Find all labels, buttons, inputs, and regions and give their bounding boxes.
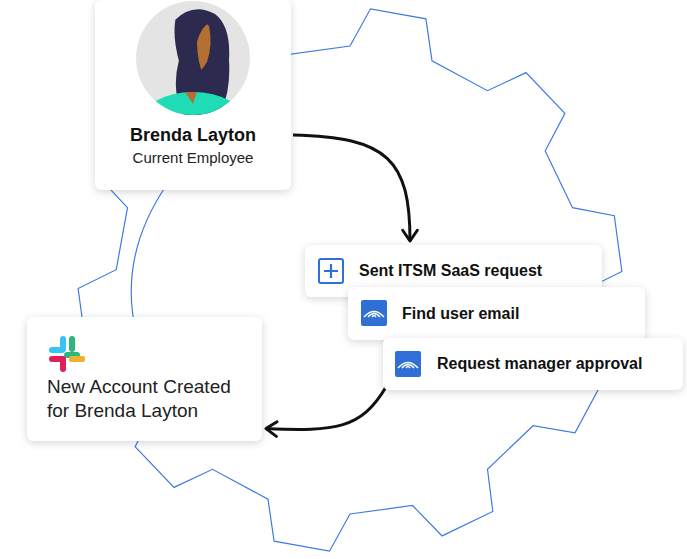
slack-logo: [47, 334, 87, 374]
person-name: Brenda Layton: [95, 124, 291, 146]
step-label: Sent ITSM SaaS request: [359, 261, 542, 281]
flow-arrow: [293, 135, 417, 241]
result-card: New Account Created for Brenda Layton: [27, 317, 262, 441]
process-step: Request manager approval: [383, 338, 683, 390]
text-group: Find user email: [402, 304, 519, 324]
person-role: Current Employee: [95, 148, 291, 168]
person-card: Brenda LaytonCurrent Employee: [95, 0, 291, 190]
flow-arrow-line: [293, 135, 410, 241]
text-group: Request manager approval: [437, 354, 642, 374]
flow-arrow: [266, 387, 386, 436]
gear-inner-arc: [131, 183, 168, 332]
workflow-app-icon: [361, 300, 387, 326]
step-label: Find user email: [402, 304, 519, 324]
step-label: Request manager approval: [437, 354, 642, 374]
flow-arrow-line: [266, 387, 386, 429]
workflow-app-icon: [395, 351, 421, 377]
itsm-plus-icon: [318, 258, 344, 284]
process-step: Find user email: [348, 287, 645, 340]
arrow-head: [403, 230, 418, 241]
text-group: Brenda LaytonCurrent Employee: [95, 124, 291, 168]
text-group: Sent ITSM SaaS request: [359, 261, 542, 281]
avatar-illustration: [135, 0, 251, 116]
result-label: New Account Created for Brenda Layton: [47, 375, 246, 423]
arrow-head: [266, 422, 277, 437]
text-group: New Account Created for Brenda Layton: [47, 375, 246, 423]
